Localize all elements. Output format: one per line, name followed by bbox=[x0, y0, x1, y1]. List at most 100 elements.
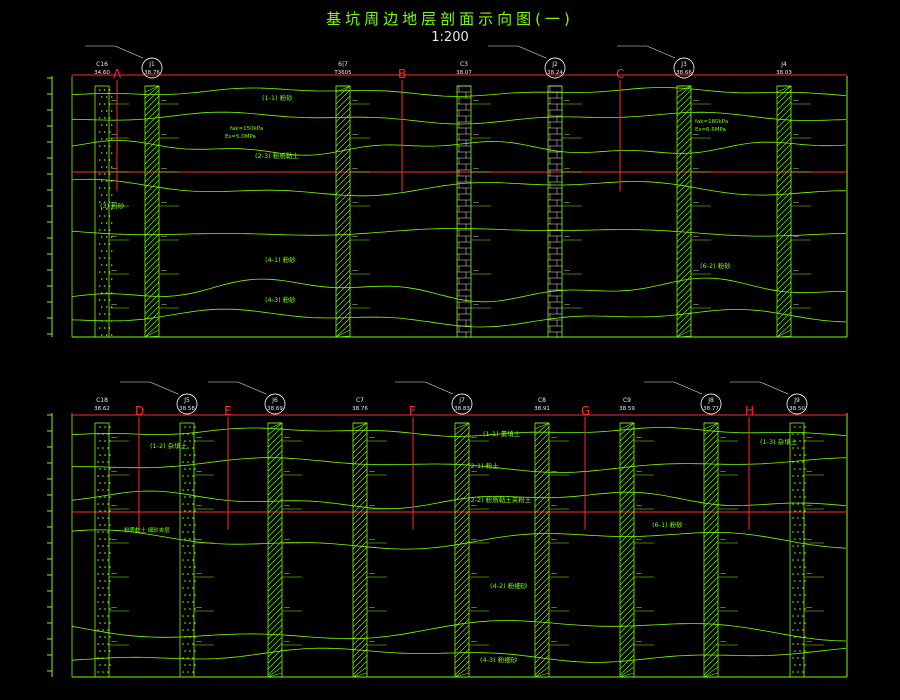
hatch-line bbox=[352, 582, 368, 598]
hatch-dot bbox=[184, 440, 186, 442]
hatch-line bbox=[454, 432, 470, 448]
hatch-line bbox=[534, 422, 550, 430]
hatch-dot bbox=[108, 145, 111, 147]
hatch-line bbox=[619, 456, 635, 472]
hatch-line bbox=[144, 137, 160, 153]
hatch-dot bbox=[107, 671, 109, 673]
hatch-dot bbox=[802, 601, 804, 603]
hatch-line bbox=[534, 456, 550, 472]
hatch-line bbox=[619, 426, 635, 442]
hatch-line bbox=[335, 215, 351, 231]
stratum-label: (4-3) 粉细砂 bbox=[480, 655, 518, 664]
leader-line bbox=[237, 381, 267, 395]
hatch-dot bbox=[804, 594, 806, 596]
hatch-dot bbox=[100, 208, 103, 210]
hatch-line bbox=[703, 642, 719, 658]
hatch-dot bbox=[799, 510, 801, 512]
hatch-line bbox=[619, 624, 635, 640]
hatch-dot bbox=[100, 152, 103, 154]
hatch-line bbox=[676, 305, 692, 321]
hatch-line bbox=[267, 504, 283, 520]
hatch-dot bbox=[192, 489, 194, 491]
hatch-line bbox=[776, 221, 792, 237]
section-marker-letter: G bbox=[581, 404, 590, 418]
sample-mark: — bbox=[720, 570, 726, 577]
hatch-dot bbox=[189, 496, 191, 498]
hatch-line bbox=[703, 486, 719, 502]
sample-mark: — bbox=[551, 570, 557, 577]
hatch-dot bbox=[97, 503, 99, 505]
hatch-dot bbox=[104, 538, 106, 540]
hatch-line bbox=[454, 558, 470, 574]
hatch-dot bbox=[792, 615, 794, 617]
stratum-label: (4-3) 粉砂 bbox=[265, 295, 296, 304]
hatch-dot bbox=[103, 243, 106, 245]
borehole-label: J8 bbox=[707, 397, 714, 404]
hatch-dot bbox=[187, 615, 189, 617]
hatch-line bbox=[454, 642, 470, 658]
hatch-dot bbox=[100, 194, 103, 196]
hatch-line bbox=[676, 233, 692, 249]
hatch-line bbox=[776, 191, 792, 207]
hatch-dot bbox=[105, 208, 108, 210]
hatch-dot bbox=[189, 580, 191, 582]
hatch-dot bbox=[797, 517, 799, 519]
hatch-line bbox=[454, 576, 470, 592]
hatch-dot bbox=[799, 608, 801, 610]
hatch-dot bbox=[99, 426, 101, 428]
hatch-dot bbox=[794, 426, 796, 428]
hatch-dot bbox=[100, 138, 103, 140]
hatch-line bbox=[776, 281, 792, 297]
hatch-line bbox=[454, 654, 470, 670]
hatch-line bbox=[619, 462, 635, 478]
hatch-line bbox=[454, 528, 470, 544]
hatch-dot bbox=[799, 440, 801, 442]
hatch-dot bbox=[105, 138, 108, 140]
hatch-dot bbox=[100, 124, 103, 126]
hatch-dot bbox=[794, 580, 796, 582]
hatch-line bbox=[676, 269, 692, 285]
hatch-line bbox=[776, 323, 792, 338]
hatch-dot bbox=[99, 482, 101, 484]
hatch-line bbox=[534, 444, 550, 460]
hatch-dot bbox=[102, 475, 104, 477]
hatch-line bbox=[267, 450, 283, 466]
hatch-line bbox=[267, 612, 283, 628]
hatch-dot bbox=[194, 566, 196, 568]
hatch-dot bbox=[792, 489, 794, 491]
hatch-dot bbox=[792, 657, 794, 659]
hatch-dot bbox=[99, 566, 101, 568]
sample-mark: — bbox=[806, 434, 812, 441]
hatch-dot bbox=[192, 643, 194, 645]
hatch-line bbox=[335, 85, 351, 93]
hatch-line bbox=[267, 456, 283, 472]
hatch-dot bbox=[192, 475, 194, 477]
hatch-dot bbox=[105, 110, 108, 112]
hatch-dot bbox=[103, 201, 106, 203]
hatch-line bbox=[703, 582, 719, 598]
hatch-dot bbox=[102, 587, 104, 589]
hatch-line bbox=[454, 672, 470, 678]
hatch-dot bbox=[802, 573, 804, 575]
hatch-dot bbox=[189, 608, 191, 610]
hatch-dot bbox=[187, 671, 189, 673]
hatch-dot bbox=[187, 517, 189, 519]
hatch-line bbox=[534, 510, 550, 526]
hatch-dot bbox=[98, 131, 101, 133]
hatch-dot bbox=[189, 468, 191, 470]
hatch-line bbox=[776, 107, 792, 123]
hatch-dot bbox=[107, 615, 109, 617]
hatch-line bbox=[267, 552, 283, 568]
hatch-line bbox=[534, 648, 550, 664]
hatch-line bbox=[335, 245, 351, 261]
hatch-dot bbox=[797, 489, 799, 491]
hatch-dot bbox=[105, 96, 108, 98]
hatch-line bbox=[352, 636, 368, 652]
hatch-dot bbox=[105, 320, 108, 322]
hatch-line bbox=[454, 666, 470, 678]
hatch-line bbox=[454, 522, 470, 538]
hatch-line bbox=[534, 468, 550, 484]
hatch-dot bbox=[102, 517, 104, 519]
hatch-line bbox=[267, 606, 283, 622]
hatch-line bbox=[144, 173, 160, 189]
